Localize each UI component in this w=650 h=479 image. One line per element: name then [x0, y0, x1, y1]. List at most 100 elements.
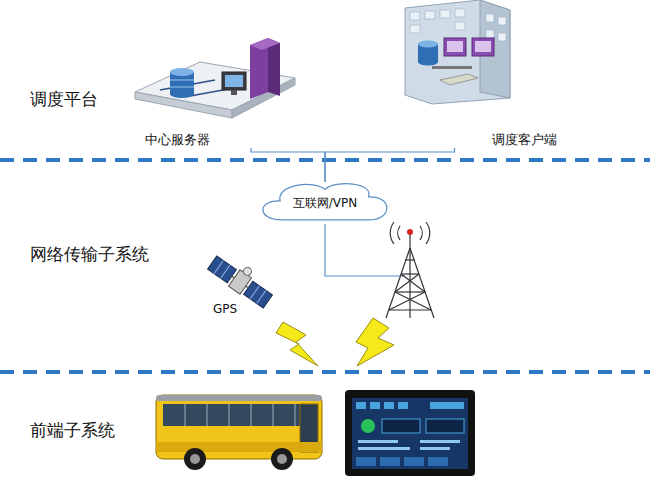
onboard-terminal-part	[352, 398, 468, 469]
onboard-terminal-part	[356, 402, 366, 409]
network-wire	[325, 224, 405, 276]
node-label: 中心服务器	[145, 132, 210, 148]
onboard-terminal-part	[420, 440, 460, 443]
cloud-outline	[263, 184, 387, 220]
server-illustration-part	[231, 90, 237, 95]
client-building-illustration-part	[498, 17, 506, 25]
bus-illustration-part	[206, 404, 208, 426]
band-divider	[0, 160, 650, 372]
bus-illustration-part	[156, 395, 322, 459]
client-building-illustration	[405, 0, 510, 104]
onboard-terminal-part	[358, 440, 460, 450]
client-building-illustration-part	[498, 33, 506, 41]
onboard-terminal-part	[370, 402, 380, 409]
band-divider-part	[0, 370, 650, 374]
signal-tower-part	[395, 274, 419, 292]
onboard-terminal-part	[380, 457, 400, 466]
onboard-terminal-part	[358, 447, 410, 450]
bus-illustration-part	[272, 404, 274, 426]
onboard-terminal-part	[384, 402, 394, 409]
gps-satellite-part	[214, 261, 223, 274]
onboard-terminal-part	[430, 402, 464, 409]
server-illustration-part	[225, 75, 243, 87]
signal-tower-part	[409, 232, 410, 318]
signal-tower-part	[420, 226, 422, 240]
signal-tower-part	[426, 222, 430, 244]
gps-satellite-part	[244, 281, 273, 308]
onboard-terminal-part	[361, 419, 375, 433]
bus-illustration-part	[271, 448, 293, 470]
bus-illustration-part	[250, 404, 252, 426]
client-building-illustration-part	[410, 9, 506, 41]
wireless-signal-bolt-part	[356, 318, 394, 366]
server-illustration-part	[170, 68, 194, 76]
gps-satellite-part	[208, 256, 237, 283]
client-building-illustration-part	[418, 41, 438, 48]
client-building-illustration-part	[444, 38, 466, 56]
gps-satellite-part	[221, 265, 230, 278]
onboard-terminal-part	[420, 447, 450, 450]
bus-illustration	[156, 395, 322, 470]
wireless-signal-bolt	[276, 318, 394, 366]
client-building-illustration-part	[472, 38, 494, 56]
client-building-illustration-part	[432, 66, 472, 69]
onboard-terminal-part	[345, 390, 475, 476]
signal-tower	[386, 222, 434, 318]
client-node: 调度客户端	[395, 2, 565, 148]
connector-line	[251, 148, 325, 182]
bus-illustration-part	[277, 454, 287, 464]
server-illustration-part	[170, 80, 194, 81]
bus-illustration-part	[294, 404, 296, 426]
bus-illustration-part	[185, 404, 295, 426]
onboard-terminal	[345, 390, 475, 476]
onboard-terminal-part	[398, 402, 408, 409]
server-illustration-part	[170, 90, 194, 98]
client-building-illustration-part	[455, 9, 465, 17]
band-label: 调度平台	[30, 89, 98, 109]
client-building-illustration-part	[486, 30, 494, 38]
signal-tower-part	[398, 226, 400, 240]
signal-tower-part	[401, 273, 419, 274]
client-building-illustration-part	[475, 41, 491, 52]
band-label: 网络传输子系统	[30, 244, 149, 264]
signal-tower-part	[407, 229, 413, 235]
client-building-illustration-part	[418, 59, 438, 66]
client-building-illustration-part	[486, 14, 494, 22]
client-building-illustration-part	[447, 41, 463, 52]
signal-tower-part	[405, 259, 415, 260]
device-label: GPS	[213, 302, 237, 316]
onboard-terminal-part	[358, 440, 398, 443]
gps-satellite-part	[250, 286, 259, 299]
signal-tower-part	[389, 292, 425, 310]
server-node: 中心服务器	[125, 35, 300, 148]
bus-illustration-part	[163, 404, 313, 426]
signal-tower-part	[401, 274, 425, 292]
signal-tower-part	[390, 222, 394, 244]
signal-tower-part	[395, 292, 431, 310]
server-illustration-part	[170, 87, 194, 88]
bus-illustration-part	[190, 454, 200, 464]
connector-line	[325, 148, 455, 182]
signal-tower-part	[395, 291, 425, 292]
node-label: 调度客户端	[492, 132, 557, 148]
client-building-illustration-part	[440, 10, 450, 18]
onboard-terminal-part	[356, 457, 376, 466]
bus-illustration-part	[184, 448, 206, 470]
gps-satellite-part	[257, 290, 266, 303]
client-building-illustration-part	[455, 22, 465, 30]
onboard-terminal-part	[382, 419, 420, 433]
gps-satellite	[206, 249, 277, 310]
wireless-signal-bolt-part	[276, 322, 318, 366]
gps-satellite-part	[242, 266, 253, 277]
onboard-terminal-part	[404, 457, 424, 466]
network-cloud: 互联网/VPN	[255, 178, 395, 224]
onboard-terminal-part	[356, 402, 464, 409]
client-building-illustration-part	[440, 74, 478, 85]
server-illustration	[135, 38, 295, 118]
bus-illustration-part	[228, 404, 230, 426]
server-illustration-part	[222, 72, 246, 90]
